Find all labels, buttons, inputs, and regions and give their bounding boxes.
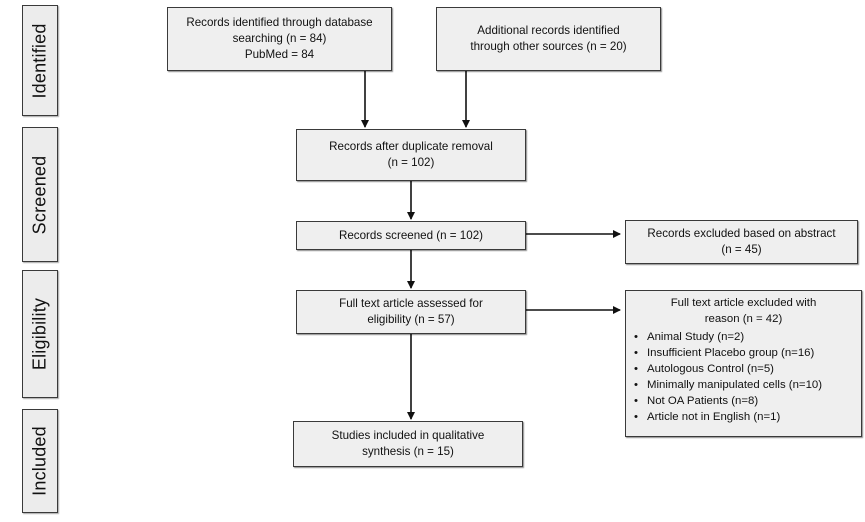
box-after-duplicates-line2: (n = 102) (387, 156, 435, 169)
full-text-excluded-title: Full text article excluded with reason (… (626, 295, 861, 327)
box-full-text-assessed-line2: eligibility (n = 57) (367, 313, 455, 326)
exclusion-reasons-list: Animal Study (n=2) Insufficient Placebo … (626, 329, 861, 425)
stage-included: Included (22, 409, 58, 513)
box-screened: Records screened (n = 102) (296, 221, 526, 250)
box-screened-line1: Records screened (n = 102) (338, 228, 484, 242)
box-other-sources-line2: through other sources (n = 20) (470, 40, 627, 53)
stage-identified: Identified (22, 5, 58, 116)
stage-screened: Screened (22, 127, 58, 262)
box-database-search-line3: PubMed = 84 (244, 48, 315, 61)
box-database-search: Records identified through database sear… (167, 7, 392, 71)
full-text-excluded-title-line1: Full text article excluded with (670, 297, 817, 309)
box-included-line1: Studies included in qualitative (331, 429, 485, 442)
exclusion-reason: Article not in English (n=1) (634, 409, 861, 425)
box-excluded-abstract-line2: (n = 45) (721, 243, 762, 256)
full-text-excluded-title-line2: reason (n = 42) (704, 313, 783, 325)
exclusion-reason: Animal Study (n=2) (634, 329, 861, 345)
box-other-sources-line1: Additional records identified (477, 24, 620, 37)
box-excluded-abstract: Records excluded based on abstract (n = … (625, 220, 858, 264)
stage-eligibility: Eligibility (22, 270, 58, 398)
box-database-search-line2: searching (n = 84) (232, 32, 327, 45)
box-after-duplicates-line1: Records after duplicate removal (329, 140, 493, 153)
exclusion-reason: Minimally manipulated cells (n=10) (634, 377, 861, 393)
box-database-search-line1: Records identified through database (186, 16, 373, 29)
box-after-duplicates: Records after duplicate removal (n = 102… (296, 129, 526, 181)
box-other-sources: Additional records identified through ot… (436, 7, 661, 71)
box-full-text-assessed-line1: Full text article assessed for (339, 297, 483, 310)
box-included-line2: synthesis (n = 15) (362, 445, 454, 458)
exclusion-reason: Autologous Control (n=5) (634, 361, 861, 377)
box-excluded-abstract-line1: Records excluded based on abstract (647, 227, 836, 240)
box-included: Studies included in qualitative synthesi… (293, 421, 523, 467)
box-full-text-excluded: Full text article excluded with reason (… (625, 290, 862, 437)
exclusion-reason: Not OA Patients (n=8) (634, 393, 861, 409)
box-full-text-assessed: Full text article assessed for eligibili… (296, 290, 526, 334)
exclusion-reason: Insufficient Placebo group (n=16) (634, 345, 861, 361)
